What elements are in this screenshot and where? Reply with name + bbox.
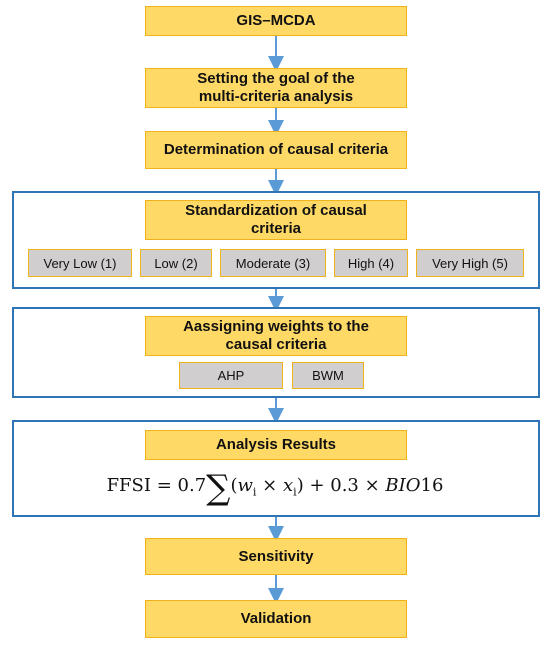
- step-setting-goal-line1: Setting the goal of the: [197, 70, 355, 87]
- scale-moderate: Moderate (3): [220, 249, 326, 277]
- step-setting-goal-line2: multi-criteria analysis: [198, 88, 354, 105]
- formula-plus-term: + 0.3 ×: [309, 475, 380, 496]
- formula-sum-sign: ∑: [206, 468, 231, 508]
- step-assigning-weights: Aassigning weights to the causal criteri…: [145, 316, 407, 356]
- step-sensitivity: Sensitivity: [145, 538, 407, 575]
- standardization-group: Standardization of causal criteria Very …: [12, 191, 540, 289]
- formula-x: x: [283, 475, 294, 496]
- scale-moderate-label: Moderate (3): [235, 255, 311, 271]
- weights-group: Aassigning weights to the causal criteri…: [12, 307, 540, 398]
- method-ahp-label: AHP: [217, 368, 245, 383]
- formula-lhs: FFSI =: [106, 475, 172, 496]
- formula-times: ×: [262, 475, 278, 496]
- method-bwm-label: BWM: [312, 368, 344, 383]
- formula-x-sub: i: [293, 485, 297, 499]
- method-ahp: AHP: [179, 362, 283, 389]
- formula-w: w: [237, 475, 253, 496]
- step-causal-criteria: Determination of causal criteria: [145, 131, 407, 169]
- scale-very-low: Very Low (1): [28, 249, 132, 277]
- scale-high: High (4): [334, 249, 408, 277]
- scale-low-label: Low (2): [154, 255, 198, 271]
- step-assigning-weights-line1: Aassigning weights to the: [183, 318, 369, 335]
- scale-very-low-label: Very Low (1): [43, 255, 117, 271]
- step-standardization-line1: Standardization of causal: [185, 202, 367, 219]
- step-analysis-results: Analysis Results: [145, 430, 407, 460]
- ffsi-formula: FFSI = 0.7∑(wi × xi) + 0.3 × BIO16: [106, 468, 444, 508]
- step-setting-goal: Setting the goal of the multi-criteria a…: [145, 68, 407, 108]
- step-gis-mcda: GIS–MCDA: [145, 6, 407, 36]
- step-standardization-line2: criteria: [250, 220, 302, 237]
- step-causal-criteria-label: Determination of causal criteria: [163, 141, 389, 158]
- scale-very-high-label: Very High (5): [432, 255, 508, 271]
- step-assigning-weights-line2: causal criteria: [225, 336, 327, 353]
- step-validation: Validation: [145, 600, 407, 638]
- formula-coef: 0.7: [177, 475, 207, 496]
- scale-very-high: Very High (5): [416, 249, 524, 277]
- step-gis-mcda-label: GIS–MCDA: [236, 12, 316, 29]
- method-bwm: BWM: [292, 362, 364, 389]
- step-sensitivity-label: Sensitivity: [238, 547, 314, 565]
- analysis-group: Analysis Results: [12, 420, 540, 517]
- scale-low: Low (2): [140, 249, 212, 277]
- scale-high-label: High (4): [347, 255, 395, 271]
- step-validation-label: Validation: [240, 610, 312, 627]
- step-analysis-results-label: Analysis Results: [215, 436, 337, 453]
- formula-bio: BIO: [385, 475, 421, 496]
- step-standardization: Standardization of causal criteria: [145, 200, 407, 240]
- formula-bio-num: 16: [420, 475, 444, 496]
- formula-w-sub: i: [252, 485, 257, 499]
